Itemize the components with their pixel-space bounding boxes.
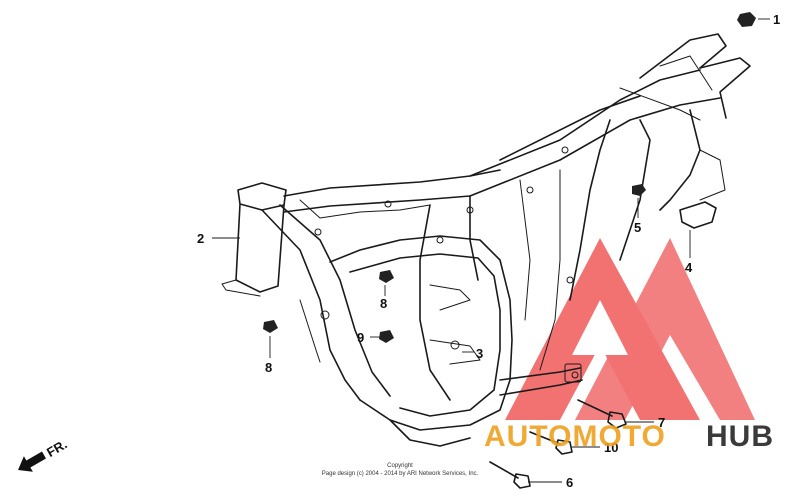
watermark-triangle-cut — [572, 300, 628, 355]
pivot-plate — [564, 363, 582, 383]
mount-hole — [384, 200, 392, 208]
front-direction-label: FR. — [44, 436, 70, 459]
lower-crossbar — [499, 367, 581, 381]
gusset-plate — [299, 199, 431, 219]
mount-hole — [436, 236, 444, 244]
top-rail-inner — [499, 95, 641, 161]
bolt-part-5 — [632, 184, 646, 196]
mount-hole — [450, 340, 460, 350]
swingarm-post — [519, 179, 531, 321]
rear-stay-right — [659, 109, 701, 211]
cradle-loop-outer — [329, 235, 513, 431]
rear-bracket — [699, 149, 726, 201]
nut-part-8a — [379, 270, 394, 283]
rear-loop-top — [639, 33, 727, 79]
callout-8a: 8 — [380, 296, 387, 311]
center-post — [469, 195, 479, 281]
mount-hole — [466, 206, 474, 214]
callout-2: 2 — [197, 231, 204, 246]
cradle-bottom — [359, 399, 471, 447]
top-rail-lower — [469, 97, 721, 197]
callout-9: 9 — [357, 330, 364, 345]
bolt-part-7-shank — [577, 399, 613, 417]
callout-7: 7 — [658, 415, 665, 430]
callout-3: 3 — [476, 346, 483, 361]
bracket-part — [679, 201, 717, 229]
engine-mount-lower — [429, 339, 481, 365]
mount-hole — [566, 276, 574, 284]
bolt-part-6-shank — [489, 461, 519, 479]
nut-part-9 — [379, 330, 394, 343]
watermark-wordmark: AUTOMOTO HUB — [484, 420, 774, 453]
rear-stay-left — [569, 119, 611, 301]
loose-parts — [263, 12, 756, 489]
head-tube — [235, 203, 285, 293]
nut-part-8b — [263, 320, 278, 333]
front-arrow-icon — [18, 451, 46, 472]
mount-holes — [314, 146, 579, 379]
leader-lines — [212, 18, 770, 483]
mount-hole — [561, 146, 569, 154]
mount-hole — [314, 228, 322, 236]
cradle-loop-inner — [349, 253, 501, 417]
mount-hole — [320, 310, 330, 320]
front-direction-indicator: FR. — [18, 436, 70, 472]
motorcycle-frame-drawing — [221, 33, 751, 447]
mount-hole — [526, 186, 534, 194]
downtube-bracket — [299, 299, 321, 363]
crossmember-rear — [619, 87, 701, 121]
swingarm-post-rear — [539, 169, 561, 371]
callout-10: 10 — [604, 440, 618, 455]
bolt-part-6-head — [513, 473, 531, 489]
engine-mount-upper — [429, 284, 471, 311]
watermark-logo-mark — [505, 238, 755, 420]
center-spine — [419, 204, 451, 401]
callouts: 1 2 3 4 5 6 7 8 8 9 10 — [197, 12, 780, 490]
bolt-part-7-head — [607, 411, 627, 429]
watermark-text-auto: AUTOMOTO — [484, 420, 666, 453]
callout-1: 1 — [773, 12, 780, 27]
cap-nut-part — [737, 12, 756, 27]
callout-4: 4 — [685, 260, 693, 275]
watermark-text-hub: HUB — [706, 420, 774, 453]
head-tube-top — [237, 182, 287, 211]
backbone-bottom — [283, 195, 471, 213]
bolt-part-10-shank — [529, 431, 561, 445]
mount-hole — [571, 371, 579, 379]
downtube-left — [261, 209, 361, 401]
rear-loop-end — [699, 57, 751, 119]
rear-brace — [659, 55, 713, 91]
backbone-top — [283, 169, 501, 197]
bolt-part-10-head — [555, 439, 573, 455]
rear-stay-mid — [619, 119, 651, 261]
watermark-triangle-right — [575, 238, 755, 420]
top-rail-upper — [469, 69, 701, 177]
copyright-title: Copyright — [387, 463, 413, 469]
callout-6: 6 — [566, 475, 573, 490]
copyright-line: Page design (c) 2004 - 2014 by ARI Netwo… — [322, 471, 479, 477]
head-tube-lower — [221, 279, 261, 297]
callout-5: 5 — [634, 220, 641, 235]
downtube-right — [279, 204, 391, 397]
callout-8b: 8 — [265, 360, 272, 375]
